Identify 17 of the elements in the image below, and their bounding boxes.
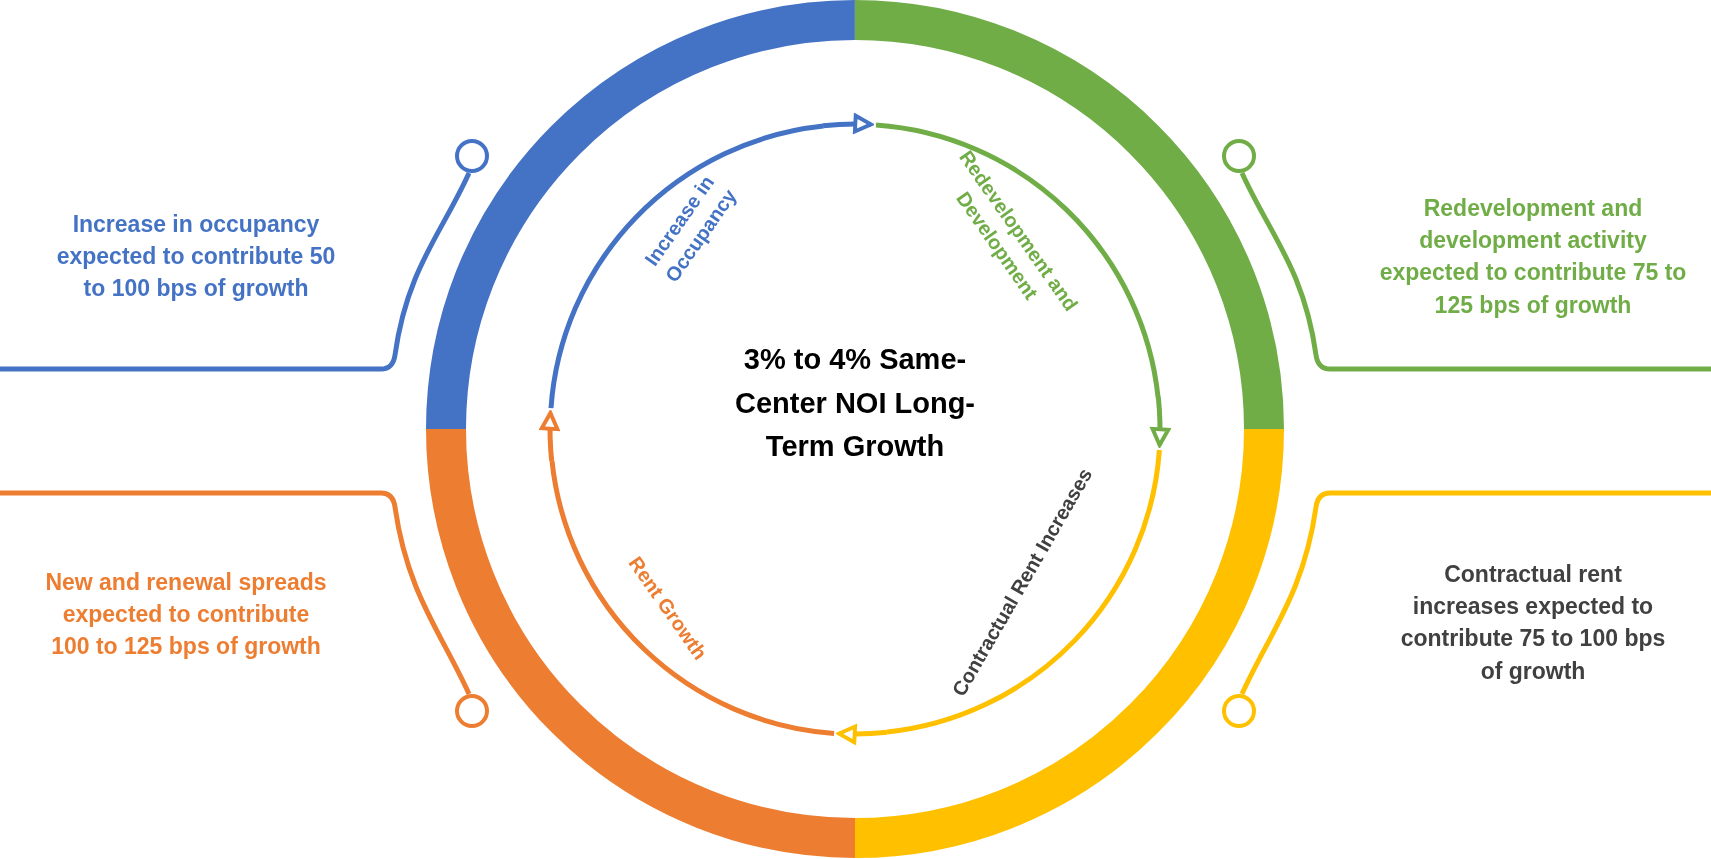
arrow <box>540 411 560 462</box>
leader-line <box>0 171 472 372</box>
circle-marker <box>1222 139 1256 173</box>
arrow <box>837 724 888 744</box>
arrow <box>822 114 873 134</box>
leader-line <box>1239 171 1711 372</box>
arrow <box>1150 396 1170 447</box>
callout-text: Redevelopment and development activity expected to contribute 75 to 125 bps of growth <box>1373 191 1693 321</box>
callout-text: Increase in occupancy expected to contribute 50 to 100 bps of growth <box>46 207 346 305</box>
callout-text: Contractual rent increases expected to contribute 75 to 100 bps of growth <box>1388 557 1678 687</box>
circle-marker <box>1222 694 1256 728</box>
leader-line <box>1239 490 1711 696</box>
circle-marker <box>455 139 489 173</box>
center-text: 3% to 4% Same-Center NOI Long-Term Growth <box>733 342 976 464</box>
leader-line <box>0 490 472 696</box>
callout-text: New and renewal spreads expected to contribute 100 to 125 bps of growth <box>41 565 331 663</box>
circle-marker <box>455 694 489 728</box>
